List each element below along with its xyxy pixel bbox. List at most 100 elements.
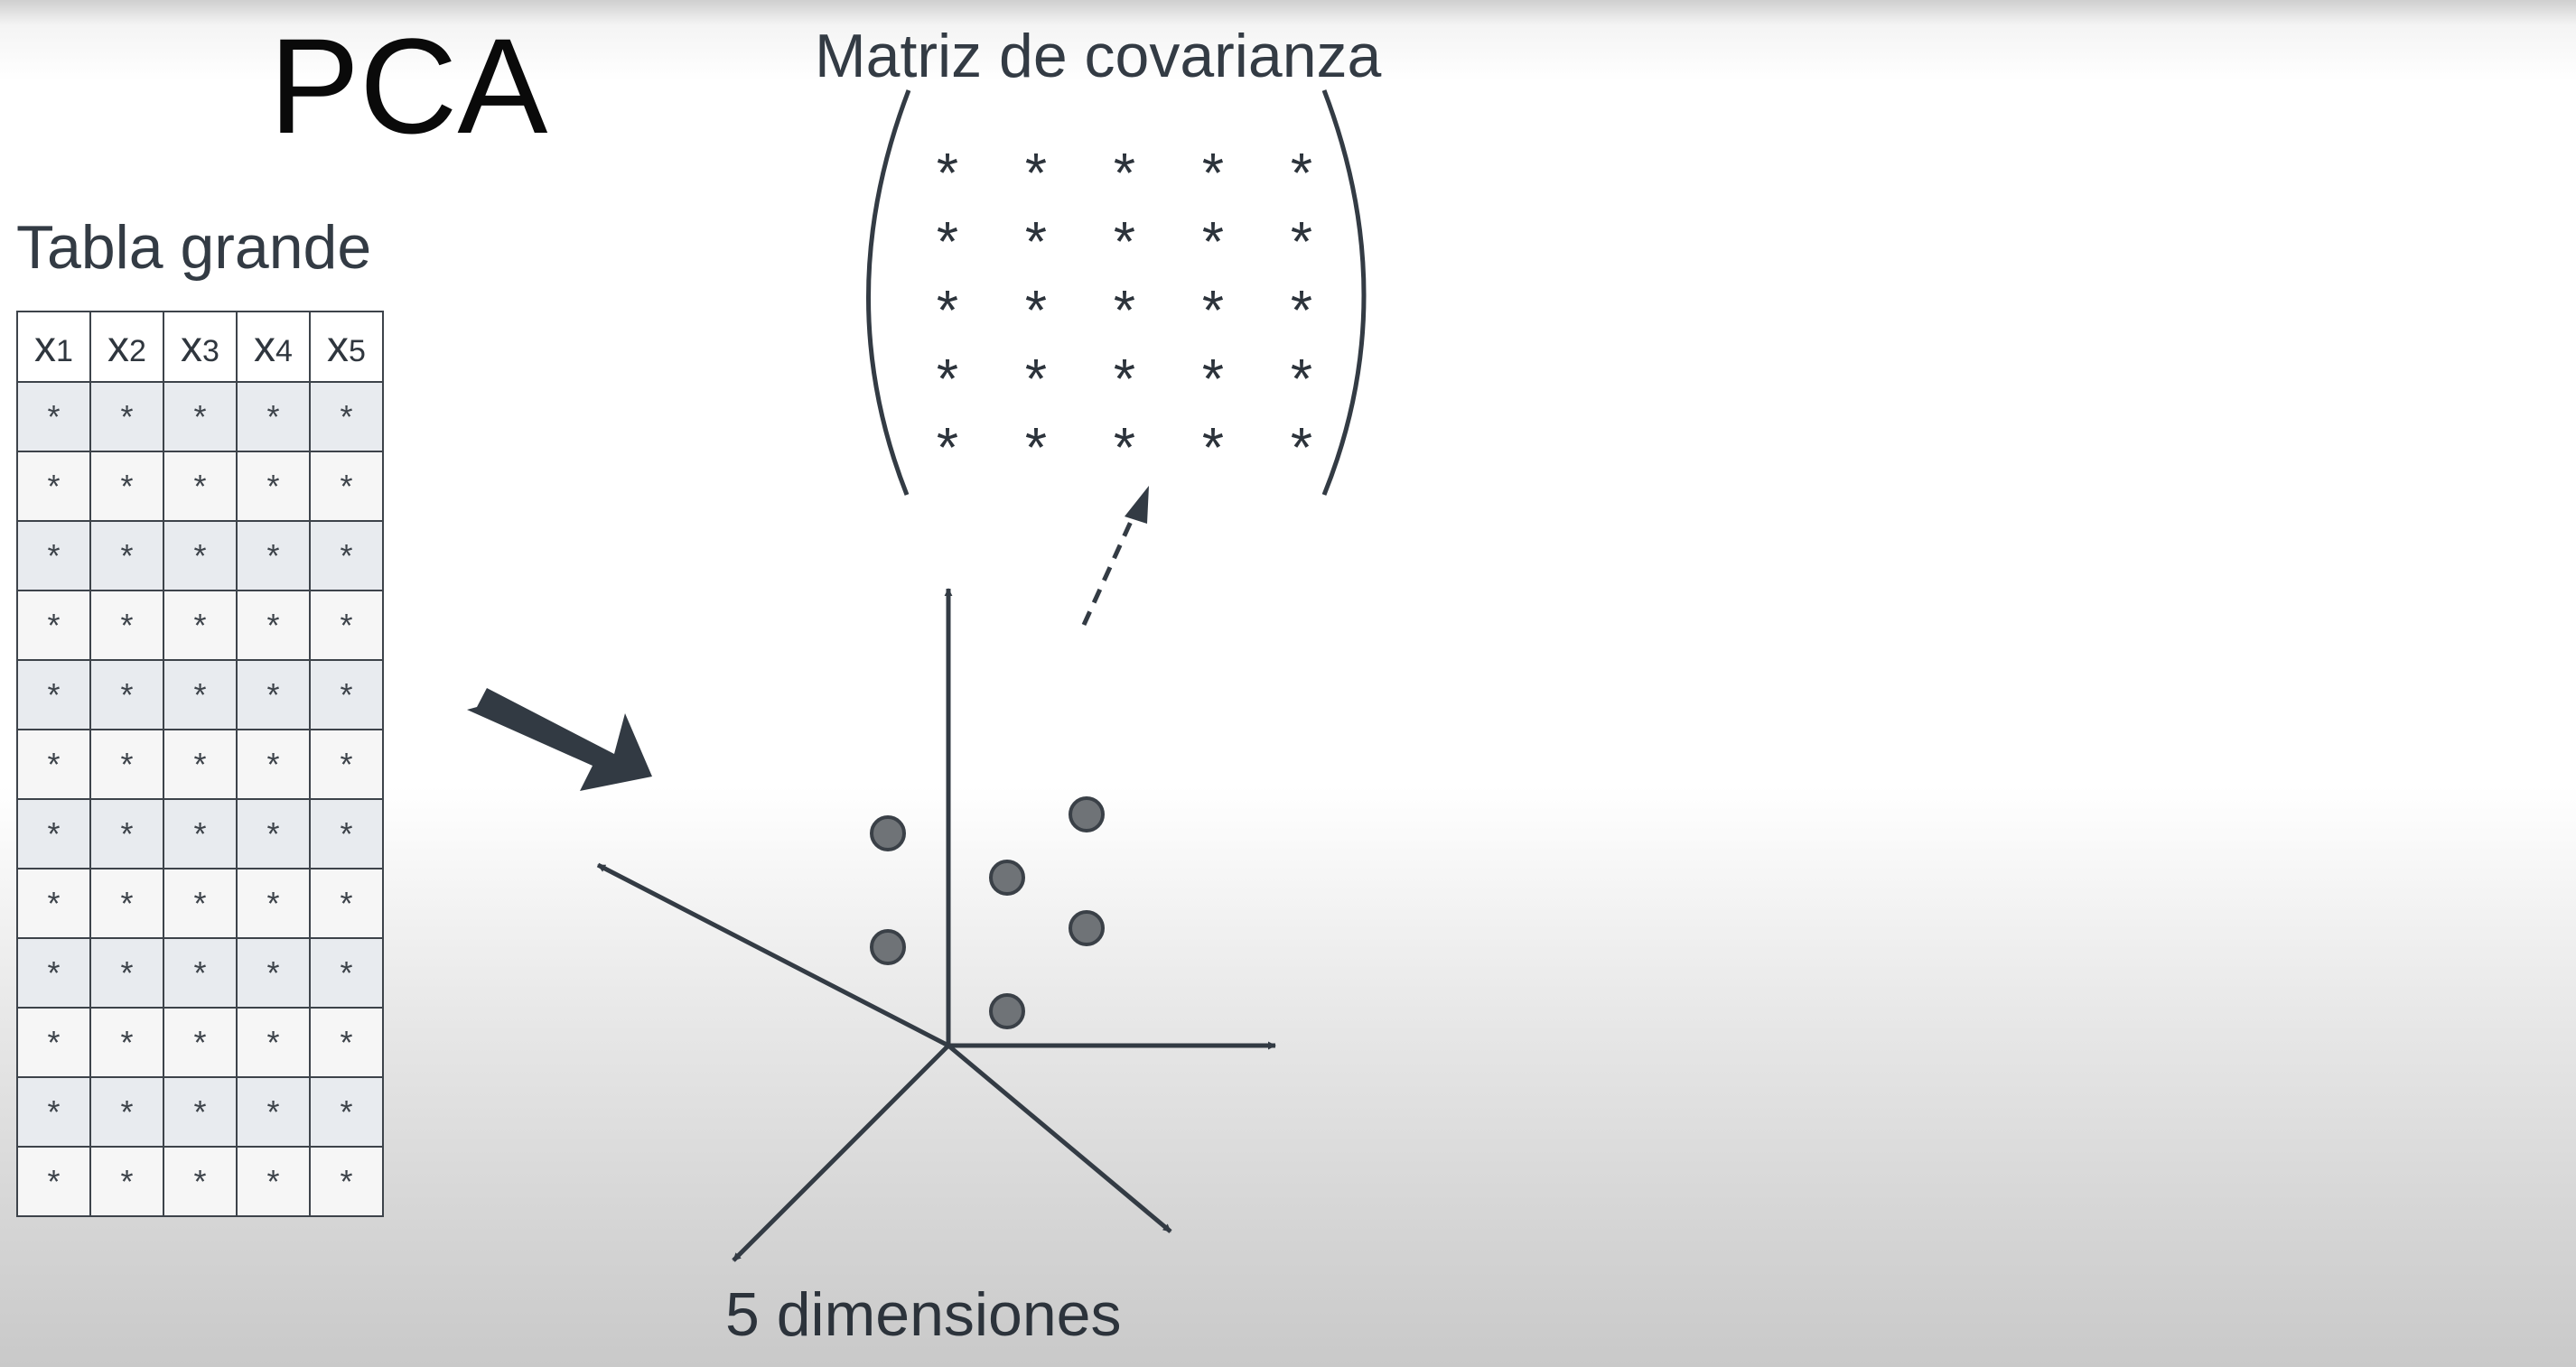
table-row: *****	[16, 659, 384, 730]
table-cell: *	[16, 1076, 91, 1148]
column-header-x4: x4	[236, 311, 311, 383]
table-row: *****	[16, 590, 384, 661]
matrix-cell: *	[1113, 417, 1136, 479]
matrix-cell: *	[936, 211, 959, 274]
table-cell: *	[309, 729, 384, 800]
table-cell: *	[163, 1007, 238, 1078]
table-cell: *	[16, 868, 91, 939]
table-cell: *	[163, 798, 238, 869]
page-title: PCA	[269, 10, 548, 162]
matrix-cell: *	[1024, 143, 1048, 205]
axis-lower-right	[947, 1044, 1172, 1233]
matrix-cell: *	[1201, 417, 1225, 479]
table-header-row: x1 x2 x3 x4 x5	[16, 311, 384, 383]
table-cell: *	[309, 1076, 384, 1148]
table-cell: *	[89, 590, 164, 661]
matrix-cell: *	[1201, 211, 1225, 274]
table-cell: *	[89, 451, 164, 522]
table-cell: *	[236, 729, 311, 800]
table-cell: *	[16, 1146, 91, 1217]
table-cell: *	[89, 868, 164, 939]
data-table: x1 x2 x3 x4 x5 *************************…	[16, 311, 384, 1217]
matrix-cell: *	[1201, 280, 1225, 342]
table-cell: *	[16, 590, 91, 661]
table-cell: *	[309, 451, 384, 522]
matrix-cell: *	[1113, 211, 1136, 274]
table-cell: *	[309, 937, 384, 1009]
matrix-right-paren	[1321, 89, 1367, 496]
covariance-matrix-cells: *************************	[903, 140, 1346, 483]
table-row: *****	[16, 381, 384, 452]
big-arrow-icon	[467, 688, 652, 791]
dimensions-label: 5 dimensiones	[725, 1280, 1122, 1349]
table-cell: *	[163, 451, 238, 522]
table-cell: *	[89, 1076, 164, 1148]
axes-5d	[596, 588, 1276, 1262]
table-body: ****************************************…	[16, 381, 384, 1217]
data-point	[870, 929, 906, 965]
data-points	[870, 796, 1105, 1029]
matrix-cell: *	[1290, 349, 1313, 411]
dashed-arrow-head	[1125, 486, 1149, 524]
data-point	[989, 860, 1025, 896]
dashed-arrow-to-matrix	[1081, 504, 1141, 627]
matrix-cell: *	[1113, 143, 1136, 205]
table-row: *****	[16, 937, 384, 1009]
matrix-cell: *	[1290, 211, 1313, 274]
table-cell: *	[89, 1007, 164, 1078]
matrix-cell: *	[1113, 349, 1136, 411]
table-cell: *	[309, 1007, 384, 1078]
matrix-cell: *	[1113, 280, 1136, 342]
table-cell: *	[236, 659, 311, 730]
table-cell: *	[89, 937, 164, 1009]
table-cell: *	[163, 1076, 238, 1148]
table-cell: *	[309, 1146, 384, 1217]
table-cell: *	[89, 520, 164, 591]
matrix-cell: *	[936, 349, 959, 411]
table-cell: *	[236, 868, 311, 939]
table-cell: *	[309, 659, 384, 730]
table-cell: *	[16, 798, 91, 869]
matrix-left-paren	[866, 89, 911, 496]
column-header-x2: x2	[89, 311, 164, 383]
axis-lower-left	[732, 1044, 950, 1262]
table-cell: *	[236, 520, 311, 591]
axis-upper-left	[596, 862, 950, 1048]
matrix-cell: *	[936, 417, 959, 479]
table-cell: *	[236, 1146, 311, 1217]
table-cell: *	[236, 1007, 311, 1078]
matrix-cell: *	[1290, 143, 1313, 205]
table-cell: *	[236, 1076, 311, 1148]
matrix-cell: *	[1201, 349, 1225, 411]
table-cell: *	[89, 1146, 164, 1217]
table-cell: *	[163, 729, 238, 800]
column-header-x3: x3	[163, 311, 238, 383]
table-cell: *	[163, 381, 238, 452]
table-cell: *	[89, 659, 164, 730]
matrix-cell: *	[1201, 143, 1225, 205]
data-point	[870, 815, 906, 851]
matrix-title: Matriz de covarianza	[815, 22, 1382, 90]
table-cell: *	[309, 590, 384, 661]
table-cell: *	[236, 381, 311, 452]
table-row: *****	[16, 451, 384, 522]
matrix-cell: *	[1290, 280, 1313, 342]
table-cell: *	[16, 520, 91, 591]
data-point	[1069, 910, 1105, 946]
table-cell: *	[309, 868, 384, 939]
matrix-cell: *	[1024, 417, 1048, 479]
table-cell: *	[236, 798, 311, 869]
matrix-cell: *	[936, 143, 959, 205]
table-row: *****	[16, 1076, 384, 1148]
table-title: Tabla grande	[16, 213, 372, 282]
table-cell: *	[163, 590, 238, 661]
column-header-x1: x1	[16, 311, 91, 383]
table-row: *****	[16, 868, 384, 939]
data-point	[1069, 796, 1105, 832]
matrix-cell: *	[1024, 349, 1048, 411]
table-cell: *	[163, 937, 238, 1009]
table-cell: *	[236, 451, 311, 522]
data-point	[989, 993, 1025, 1029]
table-cell: *	[309, 520, 384, 591]
